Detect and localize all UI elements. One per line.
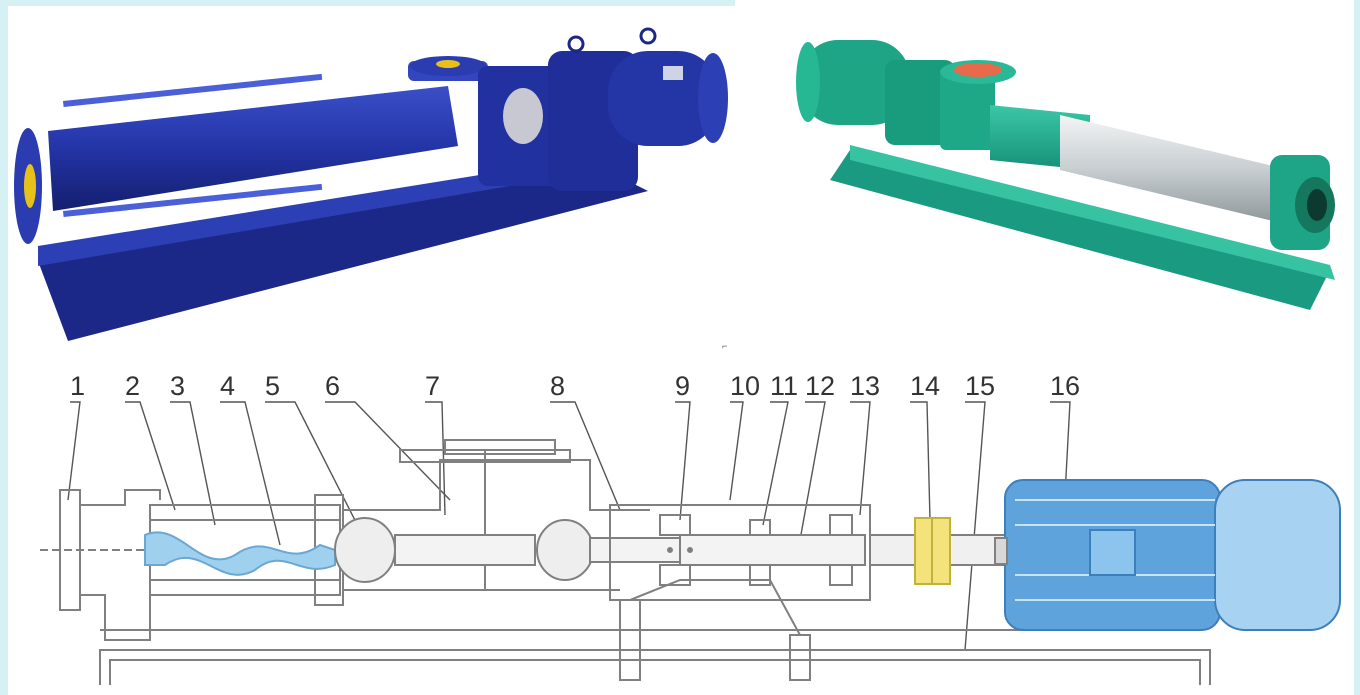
callout-leader-11 — [762, 401, 789, 526]
top-border — [0, 0, 735, 6]
callout-1: 1 — [70, 371, 85, 401]
callout-11: 11 — [770, 371, 798, 401]
callout-leader-15 — [964, 401, 986, 651]
callout-13: 13 — [850, 371, 880, 401]
callout-leader-7 — [425, 401, 446, 516]
screw-rotor — [144, 531, 336, 576]
callout-16: 16 — [1050, 371, 1080, 401]
callout-14: 14 — [910, 371, 940, 401]
callout-4: 4 — [220, 371, 235, 401]
callout-leader-3 — [170, 401, 216, 526]
callout-12: 12 — [805, 371, 835, 401]
callout-leader-8 — [550, 401, 621, 511]
corner-mark: ⌐ — [722, 341, 728, 351]
coupling — [914, 517, 951, 585]
callout-10: 10 — [730, 371, 760, 401]
callout-9: 9 — [675, 371, 690, 401]
left-border — [0, 0, 8, 695]
callout-15: 15 — [965, 371, 995, 401]
callout-leader-10 — [729, 401, 744, 501]
callout-leader-2 — [125, 401, 176, 511]
suction-casing — [40, 489, 161, 641]
bearing-housing — [609, 504, 871, 601]
callout-leader-16 — [1050, 401, 1071, 496]
callout-7: 7 — [425, 371, 440, 401]
motor — [994, 479, 1341, 631]
callout-2: 2 — [125, 371, 140, 401]
blue-pump-photo — [14, 27, 728, 341]
base-frame — [99, 579, 1211, 685]
callout-3: 3 — [170, 371, 185, 401]
green-pump-photo — [796, 40, 1335, 310]
callout-leader-6 — [325, 401, 451, 501]
callout-5: 5 — [265, 371, 280, 401]
right-border — [1354, 0, 1360, 695]
callout-leader-12 — [799, 401, 826, 541]
callout-leader-9 — [675, 401, 691, 521]
callout-leader-14 — [910, 401, 931, 521]
callout-leader-4 — [220, 401, 281, 546]
callout-6: 6 — [325, 371, 340, 401]
callout-8: 8 — [550, 371, 565, 401]
callout-leader-1 — [67, 401, 81, 501]
pump-body — [334, 439, 681, 591]
callout-leader-13 — [850, 401, 871, 516]
